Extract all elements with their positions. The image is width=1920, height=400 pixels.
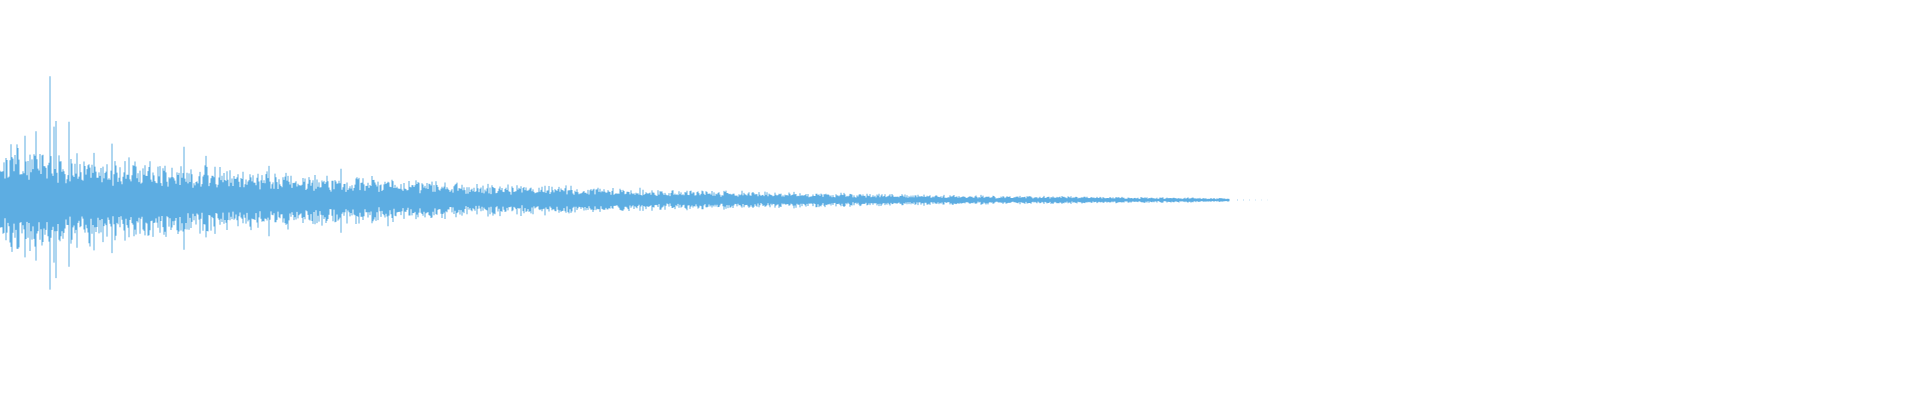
waveform-trace [0,76,1268,290]
waveform-tail-dot [1267,199,1268,201]
waveform-samples [0,76,1230,290]
waveform-tail-dot [1261,199,1262,201]
waveform-tail-dot [1249,199,1250,201]
waveform-tail-dot [1243,199,1244,201]
waveform-tail-dot [1255,199,1256,201]
waveform-tail-dot [1237,199,1238,201]
